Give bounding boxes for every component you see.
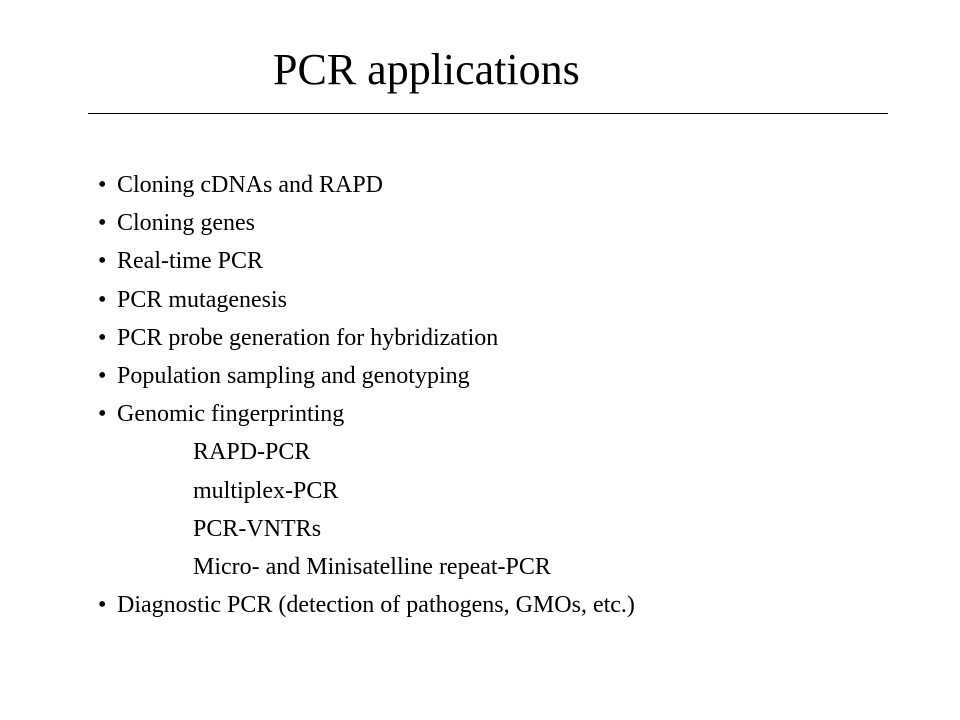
list-item: • Cloning cDNAs and RAPD — [98, 166, 635, 204]
sub-list-item: multiplex-PCR — [98, 472, 635, 510]
bullet-icon: • — [98, 324, 107, 351]
bullet-icon: • — [98, 401, 107, 428]
list-item: • Genomic fingerprinting — [98, 395, 635, 433]
bullet-icon: • — [98, 172, 107, 198]
slide-title: PCR applications — [273, 45, 580, 94]
bullet-icon: • — [98, 248, 107, 275]
bullet-icon: • — [98, 210, 107, 237]
list-item-text: PCR mutagenesis — [117, 286, 288, 313]
list-item: • Diagnostic PCR (detection of pathogens,… — [98, 586, 635, 624]
sub-list-item: RAPD-PCR — [98, 433, 635, 471]
sub-list-item-text: Micro- and Minisatelline repeat-PCR — [193, 553, 551, 580]
list-item: • PCR mutagenesis — [98, 281, 635, 319]
list-item-text: Population sampling and genotyping — [117, 362, 470, 389]
sub-list-item: PCR-VNTRs — [98, 510, 635, 548]
bullet-icon: • — [98, 286, 107, 313]
list-item: • PCR probe generation for hybridization — [98, 319, 635, 357]
list-item-text: Cloning cDNAs and RAPD — [117, 172, 384, 198]
list-item-text: Genomic fingerprinting — [117, 401, 345, 428]
bullet-icon: • — [98, 362, 107, 389]
list-item: • Cloning genes — [98, 204, 635, 242]
applications-list: • Cloning cDNAs and RAPD • Cloning genes •… — [98, 166, 635, 624]
list-item-text: Diagnostic PCR (detection of pathogens, … — [117, 592, 635, 619]
list-item: • Population sampling and genotyping — [98, 357, 635, 395]
sub-list-item-text: multiplex-PCR — [193, 477, 339, 504]
sub-list-item-text: PCR-VNTRs — [193, 515, 322, 542]
title-divider — [88, 113, 888, 114]
sub-list-item: Micro- and Minisatelline repeat-PCR — [98, 548, 635, 586]
sub-list-item-text: RAPD-PCR — [193, 439, 311, 466]
list-item-text: Cloning genes — [117, 210, 255, 237]
list-item: • Real-time PCR — [98, 242, 635, 280]
bullet-icon: • — [98, 592, 107, 619]
list-item-text: PCR probe generation for hybridization — [117, 324, 499, 351]
list-item-text: Real-time PCR — [117, 248, 263, 275]
